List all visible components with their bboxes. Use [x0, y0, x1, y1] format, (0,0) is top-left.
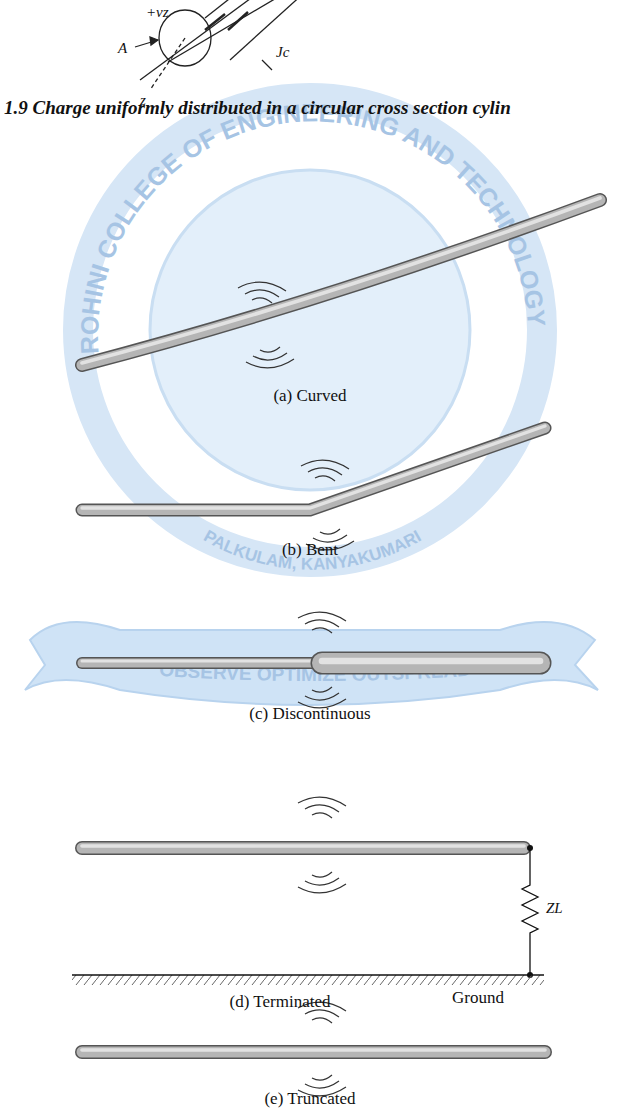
figure-caption: (e) Truncated — [264, 1090, 355, 1109]
radiation-wave — [298, 884, 346, 893]
radiation-wave — [320, 529, 340, 534]
radiation-wave — [312, 687, 332, 692]
radiation-wave — [252, 298, 272, 303]
velocity-label: +vz — [146, 4, 169, 21]
figure-caption: (d) Terminated — [230, 993, 331, 1012]
radiation-wave — [305, 878, 339, 885]
radiation-wave — [260, 347, 280, 352]
radiation-wave — [312, 813, 332, 818]
current-label: Jc — [276, 44, 289, 61]
figure-caption: (b) Bent — [282, 541, 338, 560]
bent-wire — [82, 428, 545, 510]
load-label: ZL — [546, 900, 563, 917]
figure-caption: (c) Discontinuous — [249, 705, 370, 724]
figure-caption: 1.9 Charge uniformly distributed in a ci… — [4, 98, 511, 119]
axis-label: z — [140, 92, 146, 109]
radiation-wave — [305, 1010, 339, 1017]
radiation-wave — [312, 1018, 332, 1023]
thick-wire-shine — [322, 658, 540, 665]
watermark-place: PALKULAM, KANYAKUMARI — [201, 526, 425, 573]
thick-wire-body — [322, 653, 540, 673]
ground-line — [72, 974, 544, 976]
radiation-wave — [301, 460, 349, 469]
load-resistor — [522, 848, 538, 975]
terminated-wire-body — [82, 843, 524, 854]
point-label: A — [118, 40, 127, 57]
watermark-title: ROHINI COLLEGE OF ENGINEERING AND TECHNO… — [75, 98, 551, 354]
truncated-wire-body — [82, 1047, 545, 1058]
cylinder-figure — [135, 0, 305, 90]
radiation-wave — [308, 468, 342, 475]
ground-hatch — [72, 975, 544, 985]
terminated-wire — [82, 841, 524, 855]
bent-wire-body — [82, 428, 545, 510]
radiation-wave — [245, 290, 279, 297]
watermark-ribbon — [25, 622, 598, 705]
radiation-wave — [298, 797, 346, 806]
radiation-wave — [253, 353, 287, 360]
radiation-wave — [238, 282, 286, 291]
radiation-wave — [312, 628, 332, 633]
thick-wire — [322, 652, 540, 675]
figure-caption: (a) Curved — [273, 387, 346, 406]
radiation-wave — [312, 872, 332, 877]
radiation-wave — [315, 476, 335, 481]
thin-wire — [82, 657, 320, 669]
radiation-wave — [305, 620, 339, 627]
truncated-wire-shine — [82, 1048, 545, 1052]
thin-wire-body — [82, 659, 320, 668]
radiation-wave — [246, 359, 294, 368]
radiation-wave — [298, 612, 346, 621]
truncated-wire — [82, 1045, 545, 1059]
bent-wire-shine — [82, 426, 545, 508]
radiation-wave — [312, 1075, 332, 1080]
ground-label: Ground — [452, 989, 504, 1008]
watermark-place: PALKULAM, KANYAKUMARI — [201, 526, 425, 573]
radiation-wave — [305, 693, 339, 700]
radiation-wave — [305, 805, 339, 812]
watermark: ROHINI COLLEGE OF ENGINEERING AND TECHNO… — [25, 98, 598, 705]
thin-wire-shine — [82, 660, 320, 663]
curved-wire-shine — [82, 198, 600, 363]
watermark-title: ROHINI COLLEGE OF ENGINEERING AND TECHNO… — [75, 98, 551, 354]
terminated-wire-shine — [82, 844, 524, 848]
radiation-wave — [305, 1081, 339, 1088]
